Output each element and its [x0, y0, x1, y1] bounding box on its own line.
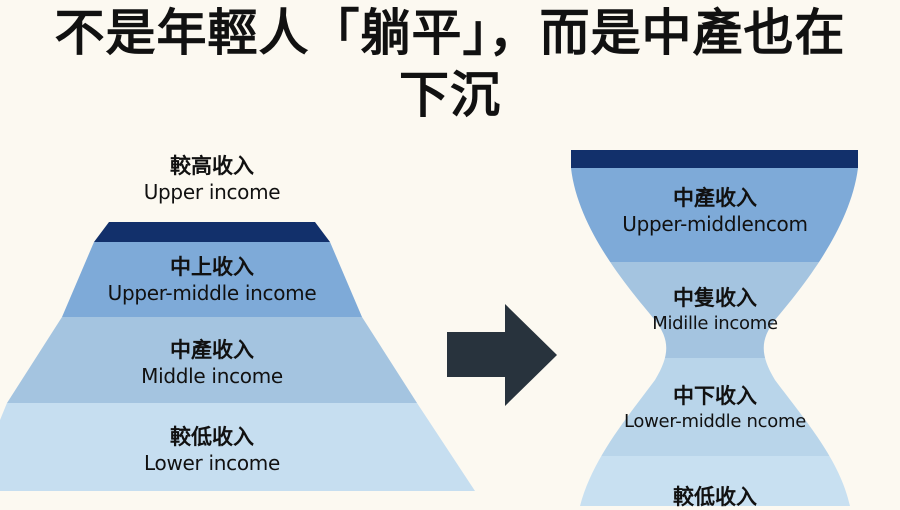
- pyramid-top-band: [94, 222, 330, 242]
- hourglass-band-lower: [571, 456, 858, 506]
- label-en: Lower-middle ncome: [624, 411, 806, 432]
- label-zh: 較高收入: [170, 154, 254, 178]
- pyramid-band-lower: [0, 403, 475, 491]
- income-pyramid: [0, 222, 475, 491]
- title-line-1: 不是年輕人「躺平」，而是中產也在: [54, 4, 846, 62]
- label-en: Upper-middlencom: [622, 212, 808, 236]
- title-line-2: 下沉: [399, 66, 501, 124]
- label-zh: 較低收入: [170, 425, 254, 449]
- hourglass-top-cap: [571, 150, 858, 168]
- label-zh: 中產收入: [170, 338, 254, 362]
- label-zh: 中產收入: [673, 186, 757, 210]
- label-zh: 中隻收入: [673, 286, 757, 310]
- pyramid-band-label-upper-middle: 中上收入 Upper-middle income: [62, 254, 362, 306]
- label-en: Middle income: [141, 364, 283, 388]
- hourglass-band-upper: [571, 168, 858, 262]
- label-en: Upper income: [143, 180, 281, 204]
- hourglass-band-label-middle: 中隻收入 Midille income: [565, 285, 865, 337]
- hourglass-band-label-lower: 較低收入: [565, 484, 865, 510]
- label-zh: 中上收入: [170, 255, 254, 279]
- label-en: Lower income: [144, 451, 280, 475]
- right-arrow-icon: [447, 304, 557, 406]
- pyramid-band-label-lower: 較低收入 Lower income: [62, 424, 362, 476]
- pyramid-band-middle: [7, 317, 417, 403]
- label-en: Midille income: [652, 313, 778, 334]
- page-title: 不是年輕人「躺平」，而是中產也在 下沉: [0, 2, 900, 126]
- pyramid-band-label-middle: 中產收入 Middle income: [62, 337, 362, 389]
- hourglass-band-label-upper: 中產收入 Upper-middlencom: [565, 185, 865, 237]
- hourglass-band-label-lower-middle: 中下收入 Lower-middle ncome: [565, 383, 865, 435]
- label-en: Upper-middle income: [107, 281, 317, 305]
- label-zh: 中下收入: [673, 384, 757, 408]
- pyramid-top-label: 較高收入 Upper income: [112, 153, 312, 205]
- label-zh: 較低收入: [673, 485, 757, 509]
- pyramid-band-upper-middle: [62, 242, 362, 317]
